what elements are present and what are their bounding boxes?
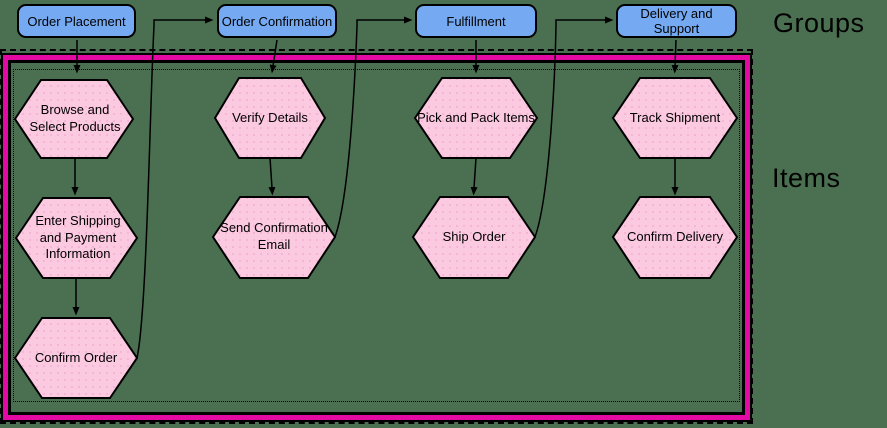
group-node-order-confirmation[interactable]: Order Confirmation (217, 4, 337, 38)
item-label-confirm-order: Confirm Order (34, 349, 118, 365)
edge-send-email-to-fulfillment (334, 16, 413, 238)
item-node-verify-details[interactable] (213, 77, 327, 159)
group-node-order-placement[interactable]: Order Placement (17, 4, 136, 38)
edge-delivery-support-to-track (671, 39, 679, 74)
item-label-confirm-delivery: Confirm Delivery (626, 228, 724, 244)
edge-verify-to-send-email (268, 157, 276, 196)
group-label: Delivery and Support (640, 6, 713, 36)
side-label-groups: Groups (773, 8, 865, 38)
item-label-ship-order: Ship Order (442, 228, 506, 244)
side-label-items: Items (772, 163, 841, 193)
group-label: Fulfillment (446, 13, 506, 29)
item-label-send-confirmation-email: Send Confirmation Email (220, 220, 328, 252)
items-lane-dashed-border (0, 49, 753, 424)
edge-ship-order-to-delivery-support (534, 16, 614, 238)
items-lane-magenta-border (3, 55, 750, 420)
item-node-browse-select-products[interactable] (13, 79, 135, 159)
items-lane-inner-dotted-border (13, 69, 740, 402)
group-label: Order Placement (27, 13, 126, 29)
item-label-track-shipment: Track Shipment (629, 109, 721, 125)
item-label-enter-shipping-payment: Enter Shipping and Payment Information (35, 213, 121, 262)
edge-order-confirmation-to-verify (269, 39, 278, 74)
edge-pick-to-ship (470, 157, 478, 196)
item-label-verify-details: Verify Details (232, 109, 308, 125)
item-label-pick-pack-items: Pick and Pack Items (417, 109, 535, 125)
item-node-confirm-delivery[interactable] (611, 196, 739, 279)
item-node-enter-shipping-payment[interactable] (14, 197, 139, 279)
item-label-browse-select-products: Browse and Select Products (29, 102, 121, 134)
group-label: Order Confirmation (221, 13, 333, 29)
item-node-pick-pack-items[interactable] (413, 77, 539, 159)
item-node-track-shipment[interactable] (611, 77, 739, 159)
group-node-delivery-support[interactable]: Delivery and Support (616, 4, 737, 38)
group-node-fulfillment[interactable]: Fulfillment (415, 4, 537, 38)
edge-confirm-order-to-order-confirmation (136, 16, 214, 359)
